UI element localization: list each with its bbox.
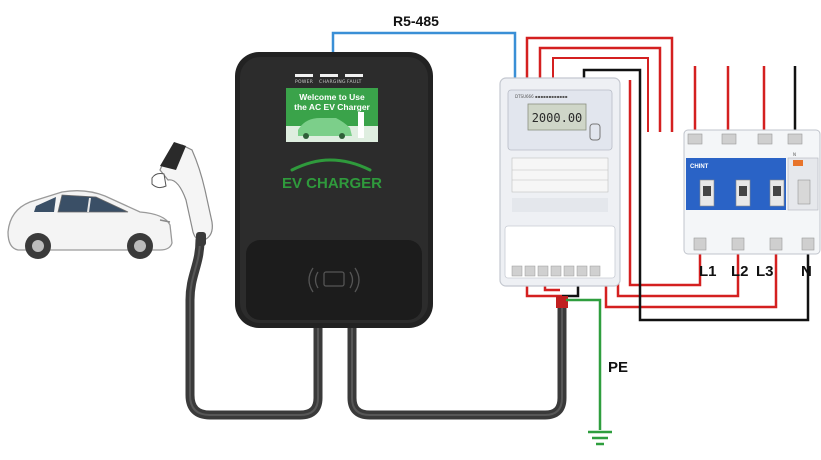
charger-brand: EV CHARGER xyxy=(282,158,382,192)
meter-terminals xyxy=(511,265,601,277)
n-label: N xyxy=(801,263,812,280)
screen-welcome-line2: the AC EV Charger xyxy=(294,102,370,112)
neutral-wires xyxy=(582,66,810,322)
led-fault-label: FAULT xyxy=(347,79,362,85)
cable-gland xyxy=(556,296,568,308)
ground-wire xyxy=(566,298,602,430)
rfid-reader-icon xyxy=(308,267,360,293)
breaker-brand: CHINT xyxy=(690,164,709,170)
meter-output-wires xyxy=(525,282,580,308)
meter-reading: 2000.00 xyxy=(532,111,583,125)
ev-charger: POWER CHARGING FAULT Welcome to Use the … xyxy=(235,52,433,328)
ground-symbol-icon xyxy=(588,430,612,446)
charger-screen: Welcome to Use the AC EV Charger xyxy=(286,88,378,142)
breaker-n-pole: N xyxy=(793,152,796,157)
led-charging-label: CHARGING xyxy=(319,79,346,85)
charging-gun xyxy=(151,142,213,246)
l3-label: L3 xyxy=(756,263,774,280)
rs485-wire xyxy=(331,31,517,78)
pe-label: PE xyxy=(608,359,628,376)
circuit-breaker: N CHINT xyxy=(683,129,821,255)
l1-label: L1 xyxy=(699,263,717,280)
l2-label: L2 xyxy=(731,263,749,280)
led-power-label: POWER xyxy=(295,79,313,85)
breaker-toggles xyxy=(699,179,785,207)
charger-brand-text: EV CHARGER xyxy=(282,175,382,192)
screen-welcome-line1: Welcome to Use xyxy=(299,92,365,102)
status-leds: POWER CHARGING FAULT xyxy=(295,74,363,85)
meter-button-icon xyxy=(589,123,601,141)
svg-text:DTSU666 ▪▪▪▪▪▪▪▪▪▪▪▪: DTSU666 ▪▪▪▪▪▪▪▪▪▪▪▪ xyxy=(515,94,568,99)
electric-car xyxy=(7,190,173,259)
meter-lcd xyxy=(527,103,587,131)
supply-cable xyxy=(347,300,567,420)
charging-cable xyxy=(185,235,323,420)
rs485-label: R5-485 xyxy=(393,13,439,29)
energy-meter: DTSU666 ▪▪▪▪▪▪▪▪▪▪▪▪ 2000.00 xyxy=(499,77,621,287)
